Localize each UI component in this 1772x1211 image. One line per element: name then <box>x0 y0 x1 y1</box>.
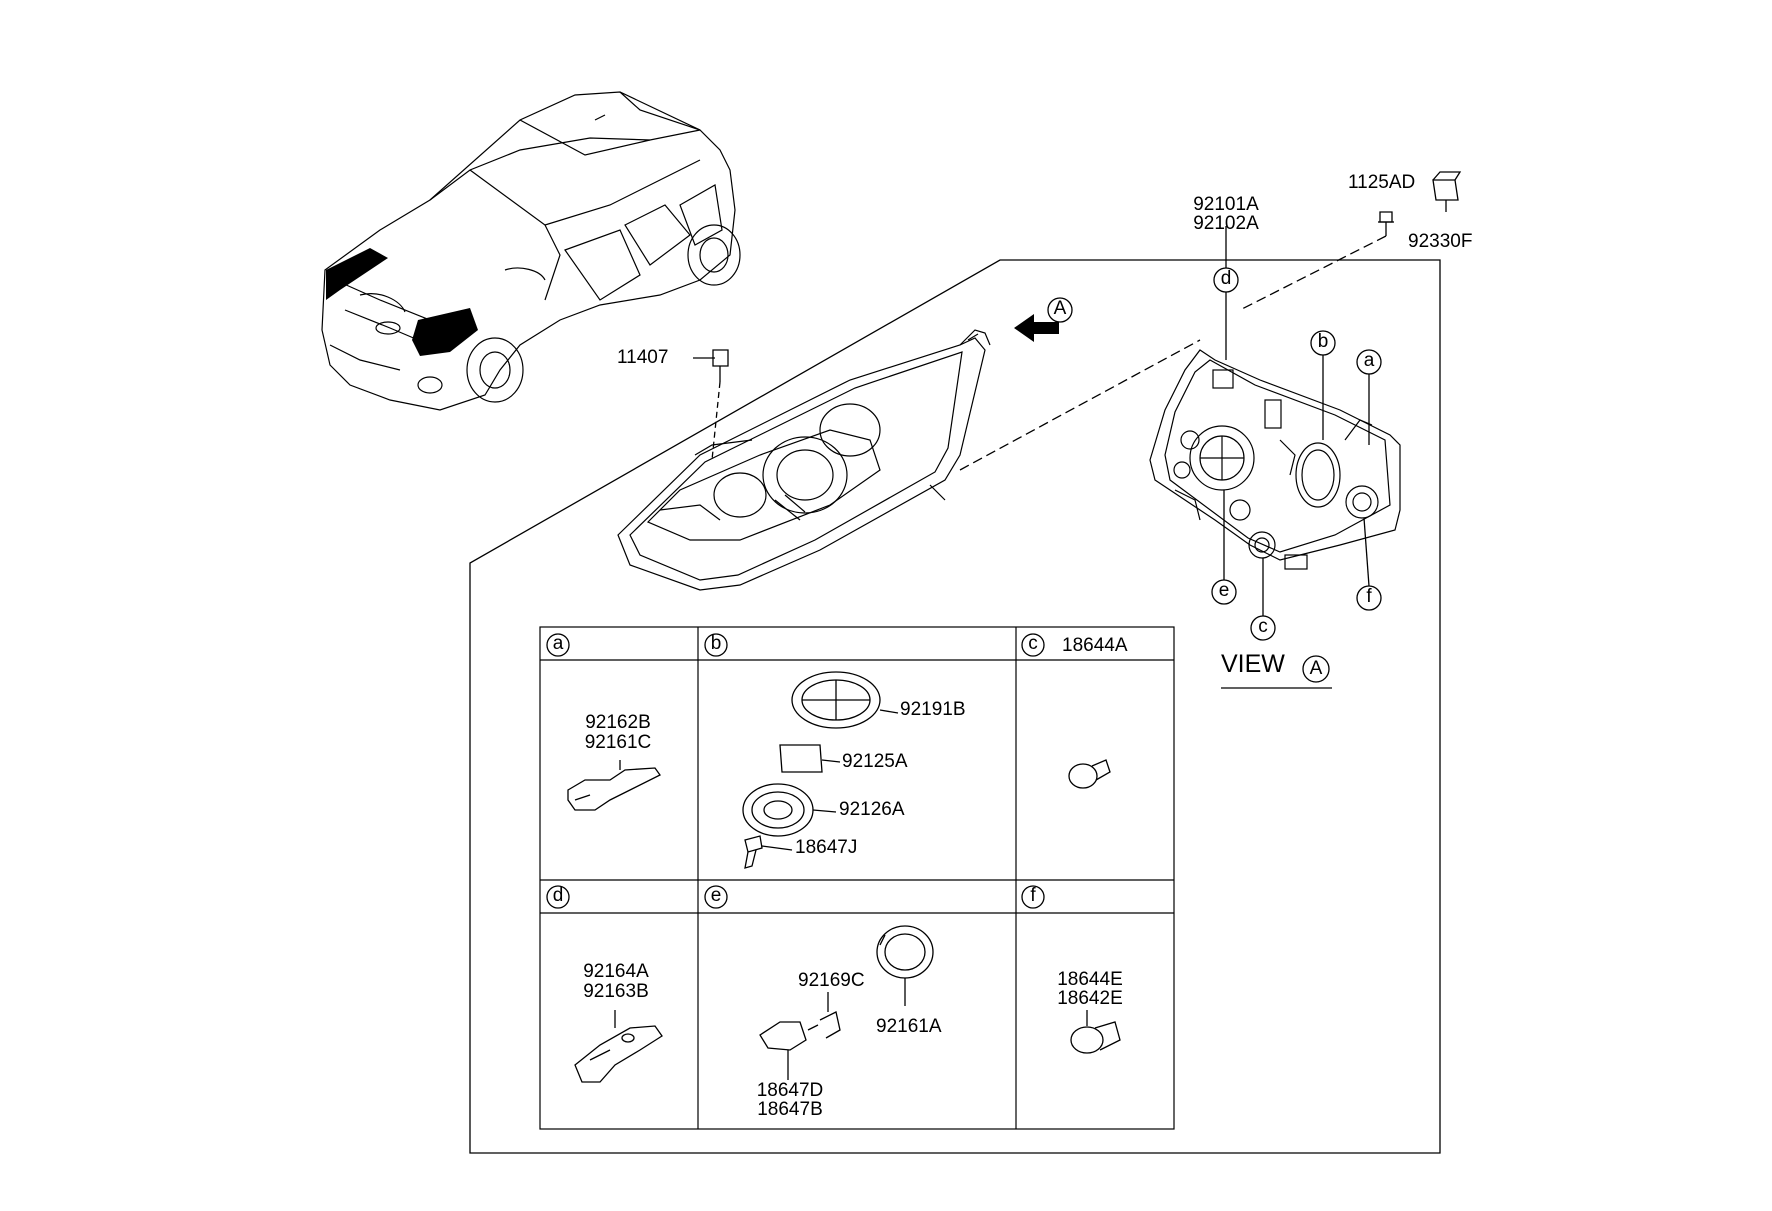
cell-e-part-1: 92169C <box>798 970 865 991</box>
cell-f-letter: f <box>1030 885 1036 906</box>
view-marker-circle <box>1302 655 1330 683</box>
headlamp-rear-view-icon <box>1149 349 1401 570</box>
gasket-icon <box>779 744 841 773</box>
car-headlamp-marker <box>326 248 478 356</box>
cell-a-part-1: 92162B <box>585 712 651 733</box>
clip-icon <box>819 992 841 1039</box>
cell-f-part-1: 18644E <box>1057 969 1123 990</box>
cell-f-part-2: 18642E <box>1057 988 1123 1009</box>
bolt-11407-icon <box>693 349 729 461</box>
bulb-e-icon <box>759 1021 819 1080</box>
view-arrow-icon <box>1014 297 1073 342</box>
cell-e-letter: e <box>710 885 722 906</box>
view-label: VIEW <box>1221 650 1285 678</box>
bulb-icon <box>744 835 793 869</box>
bracket-icon <box>567 760 661 811</box>
callout-b: b <box>1317 331 1329 352</box>
cell-e-part-4: 18647B <box>757 1099 823 1120</box>
cell-c-letter: c <box>1028 633 1038 654</box>
bracket-d-icon <box>574 1010 663 1083</box>
cell-c-header-part: 18644A <box>1062 635 1128 656</box>
bolt-label: 11407 <box>617 347 669 368</box>
callout-a: a <box>1363 350 1375 371</box>
cell-b-part-3: 92126A <box>839 799 905 820</box>
socket-ring-e-icon <box>876 925 934 1006</box>
cell-d-letter: d <box>552 885 564 906</box>
cell-e-part-2: 92161A <box>876 1016 942 1037</box>
bulb-c-icon <box>1068 759 1111 789</box>
car-outline-icon <box>321 91 741 411</box>
table-letter-circles <box>546 633 1045 909</box>
callout-e: e <box>1218 580 1230 601</box>
cell-d-part-2: 92163B <box>583 981 649 1002</box>
screw-label: 1125AD <box>1348 172 1416 193</box>
cell-e-part-3: 18647D <box>756 1080 824 1101</box>
dust-cap-icon <box>791 671 899 729</box>
cell-b-letter: b <box>710 633 722 654</box>
bulb-f-icon <box>1070 1010 1121 1054</box>
rear-view-callouts <box>1211 226 1382 641</box>
headlamp-assembly-icon <box>617 329 991 591</box>
housing-part-1: 92101A <box>1193 194 1259 215</box>
cell-b-part-1: 92191B <box>900 699 966 720</box>
housing-part-2: 92102A <box>1193 213 1259 234</box>
cell-a-part-2: 92161C <box>584 732 652 753</box>
connector-label: 92330F <box>1408 231 1473 252</box>
callout-d: d <box>1220 268 1232 289</box>
cell-b-part-4: 18647J <box>795 837 858 858</box>
cell-b-part-2: 92125A <box>842 751 908 772</box>
view-marker: A <box>1309 658 1323 679</box>
cell-a-letter: a <box>552 633 564 654</box>
cell-d-part-1: 92164A <box>583 961 649 982</box>
projection-line <box>959 339 1201 471</box>
assembly-outline <box>469 259 1441 1154</box>
callout-c: c <box>1258 616 1268 637</box>
socket-ring-icon <box>742 783 837 837</box>
screw-icon <box>1239 211 1394 311</box>
connector-icon <box>1432 171 1462 212</box>
callout-f: f <box>1366 586 1372 607</box>
parts-table-grid <box>539 626 1175 1130</box>
view-arrow-letter: A <box>1053 298 1067 319</box>
